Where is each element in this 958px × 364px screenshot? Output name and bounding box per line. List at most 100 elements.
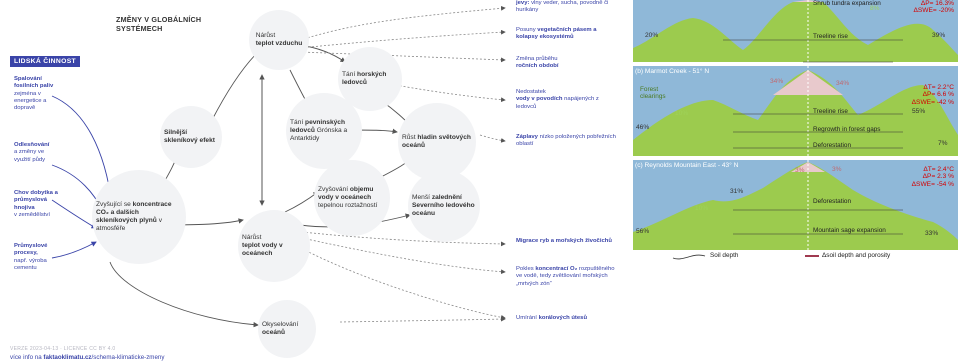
node-bold: horských ledovců xyxy=(342,70,387,86)
pct-label: 7% xyxy=(938,140,948,147)
node-text: Tání xyxy=(342,70,356,78)
impact-fish-migration: Migrace ryb a mořských živočichů xyxy=(516,238,616,245)
impact-bold: Záplavy xyxy=(516,134,538,140)
node-arctic-ice: Menší zalednění Severního ledového oceán… xyxy=(408,170,480,242)
pct-label: 39% xyxy=(932,32,946,39)
pct-label: 10% xyxy=(695,205,709,212)
pct-label: 56% xyxy=(636,228,650,235)
impact-bold: koncentrací O₂ xyxy=(535,266,578,272)
impact-bold: jevy: xyxy=(516,0,530,6)
stat-line: ΔT= 2.2°C xyxy=(923,84,954,91)
pct-label: 34% xyxy=(836,80,850,87)
impact-bold: vody v povodích xyxy=(516,96,563,103)
more-info-domain: faktaoklimatu.cz xyxy=(43,354,92,361)
stat-line: ΔP= 6.6 % xyxy=(922,91,954,99)
impact-text: nízko položených pobřežních oblastí xyxy=(516,134,616,148)
impact-bold: Migrace ryb a mořských živočichů xyxy=(516,238,612,244)
node-text: Zvyšování xyxy=(318,185,349,193)
panel-b-regrowth-label: Regrowth in forest gaps xyxy=(813,126,881,133)
activity-text: např. výroba cementu xyxy=(14,257,47,271)
diagram-arrows xyxy=(51,5,506,328)
panel-b-stats: ΔT= 2.2°C ΔP= 6.6 % ΔSWE= -42 % xyxy=(892,84,954,106)
activity-title: Spalování fosilních paliv xyxy=(14,76,54,90)
pct-label: 55% xyxy=(912,108,926,115)
stat-line: ΔT= 2.4°C xyxy=(923,166,954,173)
impact-oxygen-decline: Pokles koncentrací O₂ rozpuštěného ve vo… xyxy=(516,266,616,288)
human-activity-header: LIDSKÁ ČINNOST xyxy=(10,56,80,67)
activity-title: Chov dobytka a průmyslová hnojiva xyxy=(14,190,58,211)
node-text: Zvyšující se xyxy=(96,200,131,208)
pct-label: 8% xyxy=(870,5,880,12)
impact-extreme-weather: jevy: vlny veder, sucha, povodně či huri… xyxy=(516,0,616,15)
impact-text: Změna průběhu xyxy=(516,56,558,62)
node-text: Růst xyxy=(402,133,416,141)
stat-line: ΔP= 2.3 % xyxy=(922,173,954,181)
node-bold: zalednění Severního ledového oceánu xyxy=(412,193,475,218)
node-text: Menší xyxy=(412,193,430,201)
impact-text: Nedostatek xyxy=(516,89,546,95)
panel-c-deforestation-label: Deforestation xyxy=(813,198,852,205)
activity-text: a změny ve využití půdy xyxy=(14,149,46,163)
pct-label: 34% xyxy=(770,78,784,85)
impact-text: vlny veder, sucha, povodně či hurikány xyxy=(516,0,609,14)
node-text: Okyselování xyxy=(262,320,299,328)
pct-label: 3% xyxy=(832,166,842,173)
panel-a-treeline-label: Treeline rise xyxy=(813,33,848,40)
impact-coastal-floods: Záplavy nízko položených pobřežních obla… xyxy=(516,134,616,149)
activity-deforestation: Odlesňování a změny ve využití půdy xyxy=(14,142,62,164)
node-sea-level-rise: Růst hladin světových oceánů xyxy=(398,103,476,181)
pct-label: 3% xyxy=(795,167,805,174)
activity-industry: Průmyslové procesy, např. výroba cementu xyxy=(14,243,62,272)
node-text: Tání xyxy=(290,118,304,126)
activity-livestock: Chov dobytka a průmyslová hnojiva v země… xyxy=(14,190,62,219)
node-mountain-glaciers: Tání horských ledovců xyxy=(338,47,402,111)
panel-a-stats: ΔP= 16.3% ΔSWE= -20% xyxy=(898,0,955,15)
node-ocean-acidification: Okyselování oceánů xyxy=(258,300,316,358)
impact-bold: vegetačních pásem a kolapsy ekosystémů xyxy=(516,27,597,41)
impact-coral-dieoff: Umírání korálových útesů xyxy=(516,315,616,322)
impact-bold: korálových útesů xyxy=(538,315,588,321)
activity-text: v zemědělství xyxy=(14,211,51,218)
node-bold: hladin světových oceánů xyxy=(402,133,471,149)
stat-line: ΔP= 16.3% xyxy=(920,0,954,7)
impact-vegetation-shift: Posuny vegetačních pásem a kolapsy ekosy… xyxy=(516,27,616,42)
activity-fossil-fuels: Spalování fosilních paliv zejména v ener… xyxy=(14,76,62,112)
legend-soil-depth: Soil depth xyxy=(710,252,739,259)
node-bold: objemu vody v oceánech xyxy=(318,185,374,201)
pct-label: 20% xyxy=(645,32,659,39)
pct-label: 33% xyxy=(925,230,939,237)
more-info-path: /schema-klimaticke-zmeny xyxy=(91,354,165,361)
node-text: Nárůst xyxy=(255,31,276,39)
node-ocean-volume: Zvyšování objemu vody v oceánech tepelno… xyxy=(314,160,390,236)
impact-text: Pokles xyxy=(516,266,534,272)
panel-b-treeline-label: Treeline rise xyxy=(813,108,848,115)
node-text-post: v atmosféře xyxy=(96,217,162,233)
node-bold: teplot vzduchu xyxy=(255,40,303,47)
climate-change-diagram: ZMĚNY V GLOBÁLNÍCH SYSTÉMECH LIDSKÁ ČINN… xyxy=(10,0,616,361)
node-co2-concentration: Zvyšující se koncentrace CO₂ a dalších s… xyxy=(92,170,186,264)
node-bold: teplot vody v oceánech xyxy=(242,241,283,258)
node-bold: oceánů xyxy=(262,329,286,336)
impact-bold: ročních období xyxy=(516,63,559,70)
panel-a-shrub-label: Shrub tundra expansion xyxy=(813,0,881,7)
node-text-post: Grónska a Antarktidy xyxy=(290,126,348,143)
stat-line: ΔSWE= -20% xyxy=(913,7,955,15)
impact-text-post: rozpuštěného ve vodě, tedy zvětšování mo… xyxy=(516,266,615,287)
mountain-ecosystem-figure: (b) Marmot Creek - 51° N (c) Reynolds Mo… xyxy=(620,0,958,364)
panel-c-label: (c) Reynolds Mountain East - 43° N xyxy=(635,162,739,169)
pct-label: 46% xyxy=(636,124,650,131)
node-text: Nárůst xyxy=(242,233,262,241)
node-bold: pevninských ledovců xyxy=(290,118,345,134)
impact-text: Umírání xyxy=(516,315,537,321)
node-greenhouse-effect: Silnější skleníkový efekt xyxy=(160,106,222,168)
panel-b-label: (b) Marmot Creek - 51° N xyxy=(635,68,710,75)
stat-line: ΔSWE= -54 % xyxy=(911,180,954,188)
diagram-title-line2: SYSTÉMECH xyxy=(116,24,163,33)
impact-text-post: napájených z ledovců xyxy=(516,96,599,110)
more-info-link[interactable]: více info na faktaoklimatu.cz/schema-kli… xyxy=(10,354,164,361)
node-bold: koncentrace CO₂ a dalších skleníkových p… xyxy=(96,200,172,224)
version-license: VERZE 2023-04-13 · LICENCE CC BY 4.0 xyxy=(10,346,116,352)
